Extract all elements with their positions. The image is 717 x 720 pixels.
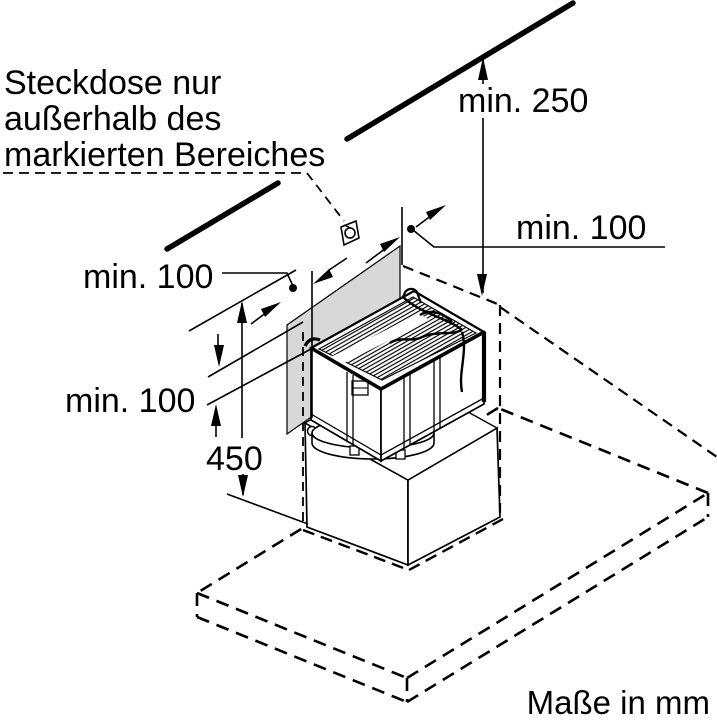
units-label: Maße in mm bbox=[527, 684, 710, 720]
appliance bbox=[303, 287, 487, 463]
note-line-1: Steckdose nur bbox=[4, 64, 221, 102]
dim-extension-lines bbox=[250, 205, 446, 418]
dim-left-label: min. 100 bbox=[83, 258, 213, 296]
note-line-3: markierten Bereiches bbox=[4, 136, 325, 174]
power-cable bbox=[389, 295, 466, 393]
mounting-bracket-icon bbox=[402, 287, 423, 304]
dim-bottom-clearance: min. 100 bbox=[65, 321, 312, 437]
ceiling-line bbox=[164, 0, 576, 252]
dim-height-label: 450 bbox=[206, 440, 263, 478]
dim-right-clearance: min. 100 bbox=[407, 209, 665, 248]
dim-left-clearance: min. 100 bbox=[83, 258, 297, 296]
dim-bottom-label: min. 100 bbox=[65, 382, 195, 420]
note-line-2: außerhalb des bbox=[4, 100, 221, 138]
dim-ceiling-label: min. 250 bbox=[458, 82, 588, 120]
socket-note: Steckdose nur außerhalb des markierten B… bbox=[3, 64, 360, 247]
dim-right-label: min. 100 bbox=[516, 209, 646, 247]
wall-corner-outline bbox=[402, 264, 717, 513]
socket-icon bbox=[340, 219, 360, 247]
dim-ceiling-clearance: min. 250 bbox=[458, 57, 588, 296]
dim-marked-area-height: 450 bbox=[188, 269, 309, 525]
